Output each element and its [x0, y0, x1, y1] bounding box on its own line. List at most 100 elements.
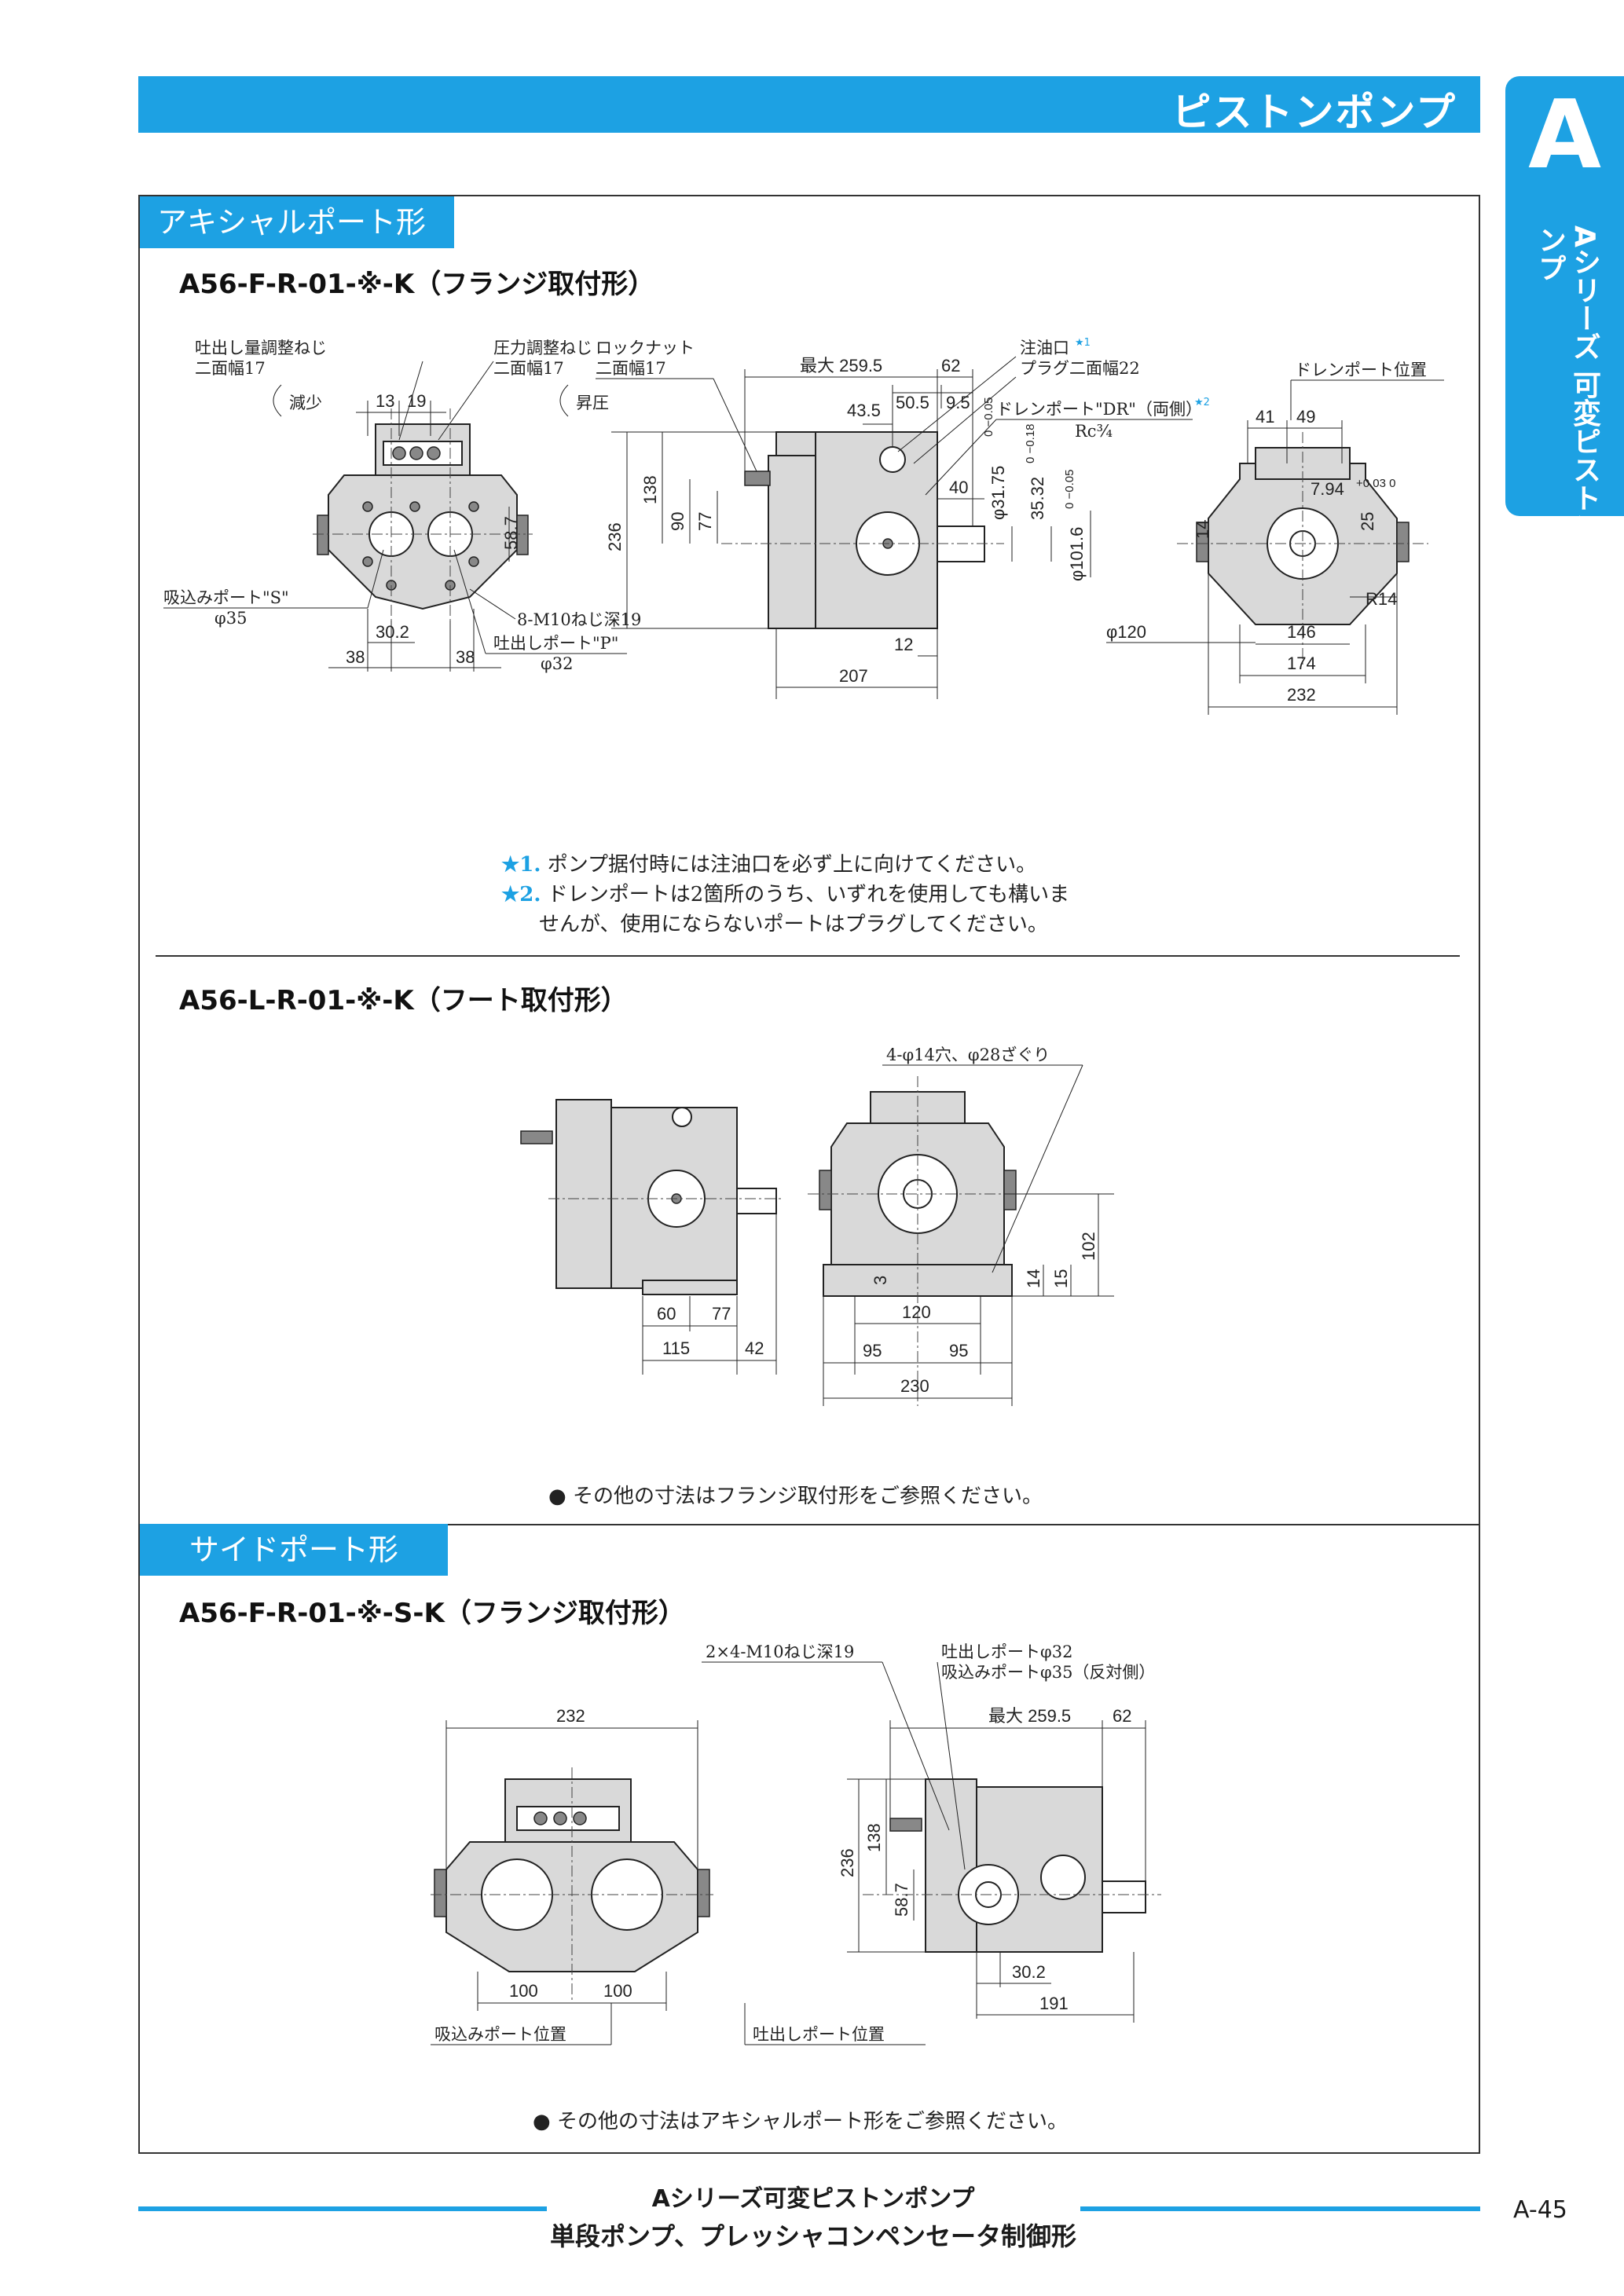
- dim-max-259-5: 最大 259.5: [800, 356, 882, 375]
- label-lock-nut: ロックナット: [596, 339, 695, 357]
- drawing-side-port: 232 100 100 吸込みポート位置 吐出しポート位置 最大 259.5 6…: [431, 1642, 1161, 2045]
- dim-207: 207: [839, 666, 868, 686]
- label-discharge-adj: 吐出し量調整ねじ: [195, 339, 327, 357]
- dim-3: 3: [871, 1276, 890, 1285]
- dim-43-5: 43.5: [847, 401, 881, 420]
- dim-15: 15: [1051, 1269, 1071, 1288]
- dim-25: 25: [1358, 512, 1377, 531]
- dim-38-right: 38: [456, 647, 475, 667]
- dim-102: 102: [1079, 1232, 1098, 1261]
- footer-rule-right: [1080, 2206, 1480, 2211]
- label-suction-position: 吸込みポート位置: [434, 2025, 566, 2044]
- dim-phi-120: φ120: [1106, 622, 1146, 642]
- dim-146: 146: [1287, 622, 1316, 642]
- dim-41: 41: [1256, 407, 1274, 427]
- drawing-flange-mount: 13 19 58.7 30.2 38 38 吐出し量調整ねじ 二面幅17 減少 …: [163, 338, 1444, 715]
- dim-236: 236: [605, 522, 625, 551]
- dim-max-259-5: 最大 259.5: [988, 1706, 1071, 1726]
- label-discharge-port: 吐出しポート"P": [493, 634, 618, 653]
- label-plug-22: プラグ二面幅22: [1020, 359, 1140, 378]
- dim-115: 115: [662, 1338, 690, 1358]
- dim-14: 14: [1193, 520, 1212, 539]
- dim-49: 49: [1296, 407, 1315, 427]
- section-tab-side: サイドポート形: [140, 1524, 448, 1576]
- page-number: A-45: [1513, 2196, 1567, 2224]
- dim-174: 174: [1287, 654, 1316, 673]
- label-rc: Rc¾: [1075, 422, 1113, 441]
- tol-7-94: +0.03 0: [1356, 477, 1395, 490]
- dim-90: 90: [668, 512, 687, 531]
- label-phi35: φ35: [214, 609, 247, 628]
- dim-236: 236: [838, 1848, 857, 1877]
- label-decrease: 減少: [289, 394, 322, 412]
- dim-40: 40: [949, 478, 968, 497]
- header-bar: ピストンポンプ: [138, 76, 1480, 135]
- dim-138: 138: [864, 1823, 884, 1852]
- section-tab-axial: アキシャルポート形: [140, 196, 454, 248]
- section-index-tab[interactable]: A Aシリーズ 可変ピストンポンプ: [1505, 76, 1624, 568]
- label-suction-phi35: 吸込みポートφ35（反対側）: [941, 1663, 1155, 1682]
- dim-62: 62: [1113, 1706, 1131, 1726]
- content-frame: アキシャルポート形 A56-F-R-01-※-K（フランジ取付形） 13 19 …: [138, 195, 1480, 2154]
- rear-view: 41 49 ドレンポート位置 7.94 +0.03 0 14 25 R14 φ1…: [1106, 361, 1444, 715]
- label-m10-thread: 8-M10ねじ深19: [517, 610, 641, 629]
- dim-50-5: 50.5: [896, 393, 929, 412]
- label-discharge-phi32: 吐出しポートφ32: [941, 1642, 1072, 1661]
- dim-58-7: 58.7: [892, 1883, 911, 1917]
- label-phi32: φ32: [541, 654, 573, 673]
- footer-rule-left: [138, 2206, 547, 2211]
- star-1-mark: ★1: [1075, 338, 1091, 349]
- label-drain-port: ドレンポート"DR"（両側）: [996, 400, 1202, 419]
- star-2-mark: ★2: [1194, 397, 1210, 408]
- dim-7-94: 7.94: [1311, 479, 1344, 499]
- drawing-foot-mount: 60 77 115 42 3 120 95 95 230 14 15 102 4…: [520, 1045, 1114, 1406]
- dim-35-32: 35.32: [1028, 477, 1047, 520]
- dim-138: 138: [640, 475, 660, 504]
- footer-series-title: Aシリーズ可変ピストンポンプ: [651, 2185, 975, 2213]
- label-discharge-position: 吐出しポート位置: [753, 2025, 885, 2044]
- dim-232: 232: [1287, 685, 1316, 705]
- model-title-foot: A56-L-R-01-※-K（フート取付形）: [179, 985, 628, 1016]
- section-letter: A: [1528, 81, 1601, 190]
- dim-14: 14: [1024, 1269, 1043, 1288]
- page-title: ピストンポンプ: [1171, 90, 1457, 135]
- dim-120: 120: [902, 1302, 931, 1322]
- tol-31-75: 0 −0.05: [982, 397, 995, 437]
- section-vertical-title: Aシリーズ 可変ピストンポンプ: [1534, 225, 1600, 569]
- dim-100-right: 100: [603, 1981, 632, 2001]
- dim-13: 13: [376, 391, 394, 411]
- divider: [156, 955, 1460, 957]
- label-flats17c: 二面幅17: [596, 359, 666, 378]
- dim-232: 232: [556, 1706, 585, 1726]
- dim-60: 60: [657, 1304, 676, 1324]
- dim-95-right: 95: [949, 1341, 968, 1360]
- label-flats17a: 二面幅17: [195, 359, 266, 378]
- dim-30-2: 30.2: [376, 622, 409, 642]
- label-r14: R14: [1366, 589, 1397, 609]
- dim-95-left: 95: [863, 1341, 882, 1360]
- dim-38-left: 38: [346, 647, 365, 667]
- dim-42: 42: [745, 1338, 764, 1358]
- foot-note: ● その他の寸法はフランジ取付形をご参照ください。: [548, 1485, 1043, 1508]
- side-note: ● その他の寸法はアキシャルポート形をご参照ください。: [533, 2110, 1068, 2133]
- footer-subtitle: 単段ポンプ、プレッシャコンペンセータ制御形: [549, 2221, 1077, 2251]
- tol-101-6: 0 −0.05: [1063, 470, 1076, 509]
- dim-9-5: 9.5: [946, 393, 970, 412]
- label-mount-holes: 4-φ14穴、φ28ざぐり: [886, 1045, 1050, 1064]
- tol-35-32: 0 −0.18: [1024, 424, 1037, 463]
- dim-12: 12: [894, 635, 913, 654]
- label-suction-port: 吸込みポート"S": [163, 588, 289, 607]
- note-2: ★2. ドレンポートは2箇所のうち、いずれを使用しても構いま: [501, 883, 1070, 906]
- divider-side: [140, 1524, 1479, 1525]
- label-oil-port: 注油口: [1020, 339, 1069, 357]
- note-1: ★1. ポンプ据付時には注油口を必ず上に向けてください。: [501, 853, 1037, 877]
- dim-phi-101-6: φ101.6: [1067, 527, 1087, 581]
- dim-phi-31-75: φ31.75: [988, 466, 1008, 520]
- dim-230: 230: [900, 1376, 929, 1396]
- dim-58-7: 58.7: [501, 516, 521, 550]
- label-increase: 昇圧: [576, 394, 609, 412]
- label-m10-thread: 2×4-M10ねじ深19: [706, 1642, 854, 1661]
- side-view: 最大 259.5 62 50.5 9.5 43.5 236 138 90 77 …: [596, 338, 1210, 699]
- label-pressure-adj: 圧力調整ねじ: [493, 339, 592, 357]
- model-title-flange: A56-F-R-01-※-K（フランジ取付形）: [179, 269, 655, 300]
